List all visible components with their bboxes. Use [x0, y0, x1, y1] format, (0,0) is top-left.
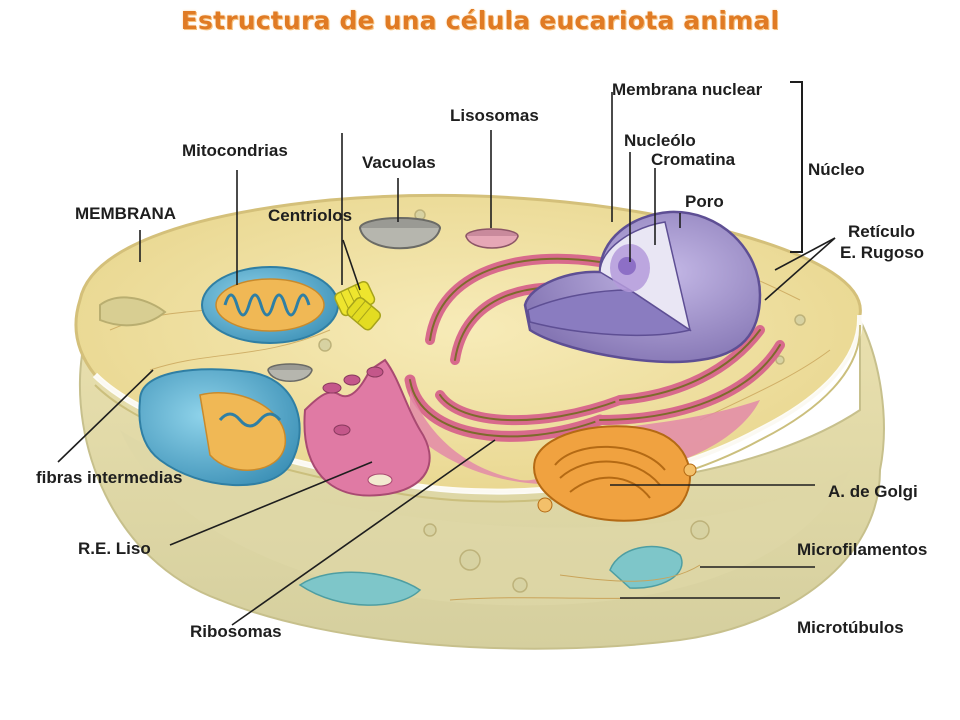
- leader-lines: [57, 81, 836, 626]
- label-microtubulos: Microtúbulos: [797, 618, 904, 637]
- lysosome: [465, 228, 519, 249]
- label-nucleolo: Nucleólo: [624, 131, 696, 150]
- vacuole-1: [359, 217, 441, 250]
- smooth-endoplasmic-reticulum: [303, 358, 431, 497]
- label-centriolos: Centriolos: [268, 206, 353, 225]
- centrioles: [334, 281, 382, 331]
- membrane-fold: [99, 296, 167, 327]
- label-poro: Poro: [685, 192, 724, 211]
- mitochondrion-2: [138, 368, 301, 487]
- label-reticulo: Retículo: [848, 222, 916, 241]
- label-microfilamentos: Microfilamentos: [797, 540, 928, 559]
- label-vacuolas: Vacuolas: [362, 153, 436, 172]
- golgi-apparatus: [533, 425, 697, 522]
- label-re-liso: R.E. Liso: [78, 539, 151, 558]
- microfilaments: [559, 545, 701, 589]
- nucleolus-core: [618, 257, 636, 275]
- label-golgi: A. de Golgi: [828, 482, 918, 501]
- label-mitocondrias: Mitocondrias: [182, 141, 288, 160]
- label-e-rugoso: E. Rugoso: [840, 243, 925, 262]
- rough-endoplasmic-reticulum: [404, 253, 785, 442]
- label-cromatina: Cromatina: [651, 150, 736, 169]
- diagram-title: Estructura de una célula eucariota anima…: [180, 6, 780, 35]
- label-fibras-intermedias: fibras intermedias: [36, 468, 183, 487]
- label-nucleo: Núcleo: [808, 160, 865, 179]
- vacuole-2: [267, 363, 313, 382]
- label-membrana: MEMBRANA: [75, 204, 177, 223]
- label-ribosomas: Ribosomas: [190, 622, 282, 641]
- label-lisosomas: Lisosomas: [450, 106, 539, 125]
- nucleus: [523, 210, 762, 364]
- label-membrana-nuclear: Membrana nuclear: [612, 80, 763, 99]
- mitochondrion-1: [201, 266, 339, 344]
